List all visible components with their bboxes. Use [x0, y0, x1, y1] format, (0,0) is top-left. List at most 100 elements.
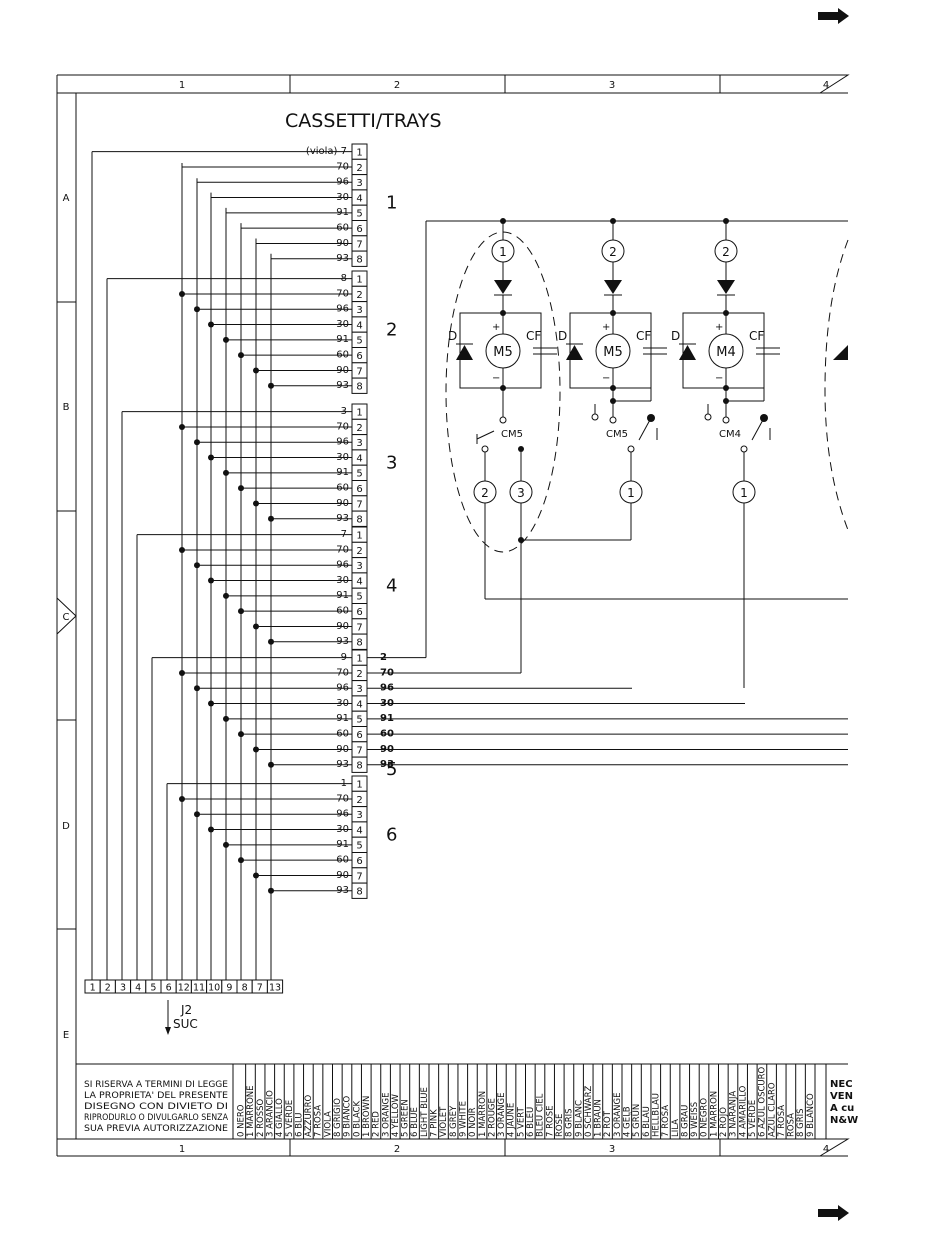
- node-number: 3: [517, 486, 525, 500]
- polarity-plus: +: [602, 322, 610, 333]
- capacitor-label: CF: [526, 329, 541, 343]
- pin-number: 1: [356, 275, 362, 286]
- pin-number: 5: [150, 983, 156, 994]
- pin-number: 4: [356, 453, 362, 464]
- column-label: 3: [609, 80, 615, 91]
- pin-number: 1: [90, 983, 96, 994]
- color-legend-entry: 1 MARRON: [709, 1091, 719, 1137]
- next-page-arrow-icon[interactable]: [818, 1205, 849, 1221]
- pin-number: 4: [356, 825, 362, 836]
- pin-number: 6: [356, 351, 362, 362]
- pin-number: 6: [356, 856, 362, 867]
- color-legend-entry: BLEU CIEL: [536, 1093, 546, 1137]
- color-legend-entry: 0 BLACK: [352, 1101, 362, 1137]
- pin-number: 7: [356, 239, 362, 250]
- pin-number: 8: [356, 515, 362, 526]
- color-legend-entry: AZUL CLARO: [767, 1082, 777, 1137]
- column-label: 1: [179, 80, 185, 91]
- switch-label: CM5: [606, 429, 628, 440]
- color-legend-entry: 6 BLEU: [526, 1107, 536, 1137]
- pin-number: 7: [356, 622, 362, 633]
- pin-number: 3: [356, 810, 362, 821]
- color-legend-entry: 4 JAUNE: [507, 1103, 517, 1137]
- row-label: C: [63, 612, 70, 623]
- pin-number: 6: [356, 484, 362, 495]
- title-block-text: A cu: [830, 1103, 854, 1114]
- pin-number: 1: [356, 408, 362, 419]
- capacitor-label: CF: [749, 329, 764, 343]
- color-legend-entry: AZZURRO: [304, 1095, 314, 1137]
- color-legend-entry: 1 MARRON: [478, 1091, 488, 1137]
- color-legend-entry: VIOLET: [439, 1106, 449, 1137]
- color-legend-entry: 9 WHITE: [458, 1101, 468, 1137]
- node-number: 1: [499, 245, 507, 259]
- color-legend-entry: ROSE: [555, 1114, 565, 1137]
- color-legend-entry: 1 BRAUN: [594, 1099, 604, 1137]
- color-legend-entry: 3 ORANGE: [497, 1093, 507, 1138]
- row-label: A: [63, 193, 70, 204]
- pin-number: 3: [356, 178, 362, 189]
- row-label: B: [63, 402, 70, 413]
- color-legend-entry: 7 ROSA: [777, 1105, 787, 1137]
- color-legend-entry: 8 GREY: [449, 1105, 459, 1137]
- pin-number: 11: [193, 983, 205, 994]
- column-label: 2: [394, 80, 400, 91]
- color-legend-entry: 0 NEGRO: [700, 1098, 710, 1137]
- pin-number: 10: [208, 983, 220, 994]
- pin-number: 3: [356, 305, 362, 316]
- color-legend-entry: 0 SCHWARZ: [584, 1086, 594, 1137]
- pin-number: 2: [356, 546, 362, 557]
- color-legend-entry: 9 WEISS: [690, 1102, 700, 1137]
- color-legend-entry: 6 BLU: [294, 1113, 304, 1137]
- color-legend-entry: 9 BIANCO: [343, 1095, 353, 1137]
- arrow-down-icon: [165, 1027, 171, 1035]
- pin-number: 4: [356, 576, 362, 587]
- color-legend-entry: 3 ARANCIO: [265, 1090, 275, 1137]
- pin-number: 6: [356, 224, 362, 235]
- pin-number: 1: [356, 654, 362, 665]
- group-label: 2: [386, 319, 397, 340]
- column-label: 3: [609, 1144, 615, 1155]
- color-legend-entry: 4 AMARILLO: [738, 1085, 748, 1137]
- diode-icon: [494, 280, 512, 294]
- pin-number: 6: [356, 730, 362, 741]
- color-legend-entry: 2 RED: [372, 1111, 382, 1137]
- color-legend-entry: 8 GRIGIO: [333, 1098, 343, 1137]
- color-legend-entry: 9 BLANCO: [806, 1093, 816, 1137]
- color-legend-entry: HELLBLAU: [651, 1093, 661, 1137]
- node-number: 2: [481, 486, 489, 500]
- node-number: 1: [740, 486, 748, 500]
- color-legend-entry: 4 GIALLO: [275, 1098, 285, 1137]
- pin-number: 8: [356, 638, 362, 649]
- next-page-arrow-icon[interactable]: [818, 8, 849, 24]
- color-legend-entry: VIOLA: [323, 1111, 333, 1137]
- node-number: 2: [609, 245, 617, 259]
- pin-number: 7: [356, 499, 362, 510]
- pin-number: 2: [356, 423, 362, 434]
- pin-number: 4: [356, 320, 362, 331]
- polarity-minus: −: [715, 373, 723, 384]
- color-legend-entry: LIGHT BLUE: [420, 1087, 430, 1137]
- connector-destination: SUC: [173, 1017, 198, 1031]
- notice-line: SI RISERVA A TERMINI DI LEGGE: [84, 1080, 228, 1090]
- diode-label: D: [558, 329, 567, 343]
- color-legend-entry: 5 GREEN: [401, 1099, 411, 1137]
- color-legend-entry: LILA: [671, 1119, 681, 1137]
- group-label: 3: [386, 452, 397, 473]
- color-legend-entry: 8 GRIS: [796, 1108, 806, 1137]
- motor-group-outline: [445, 231, 561, 553]
- color-legend-entry: 6 AZUL OSCURO: [758, 1066, 768, 1137]
- pin-number: 5: [356, 469, 362, 480]
- motor-label: M5: [603, 345, 623, 360]
- color-legend-entry: 2 ROT: [603, 1110, 613, 1137]
- notice-line: DISEGNO CON DIVIETO DI: [84, 1102, 228, 1112]
